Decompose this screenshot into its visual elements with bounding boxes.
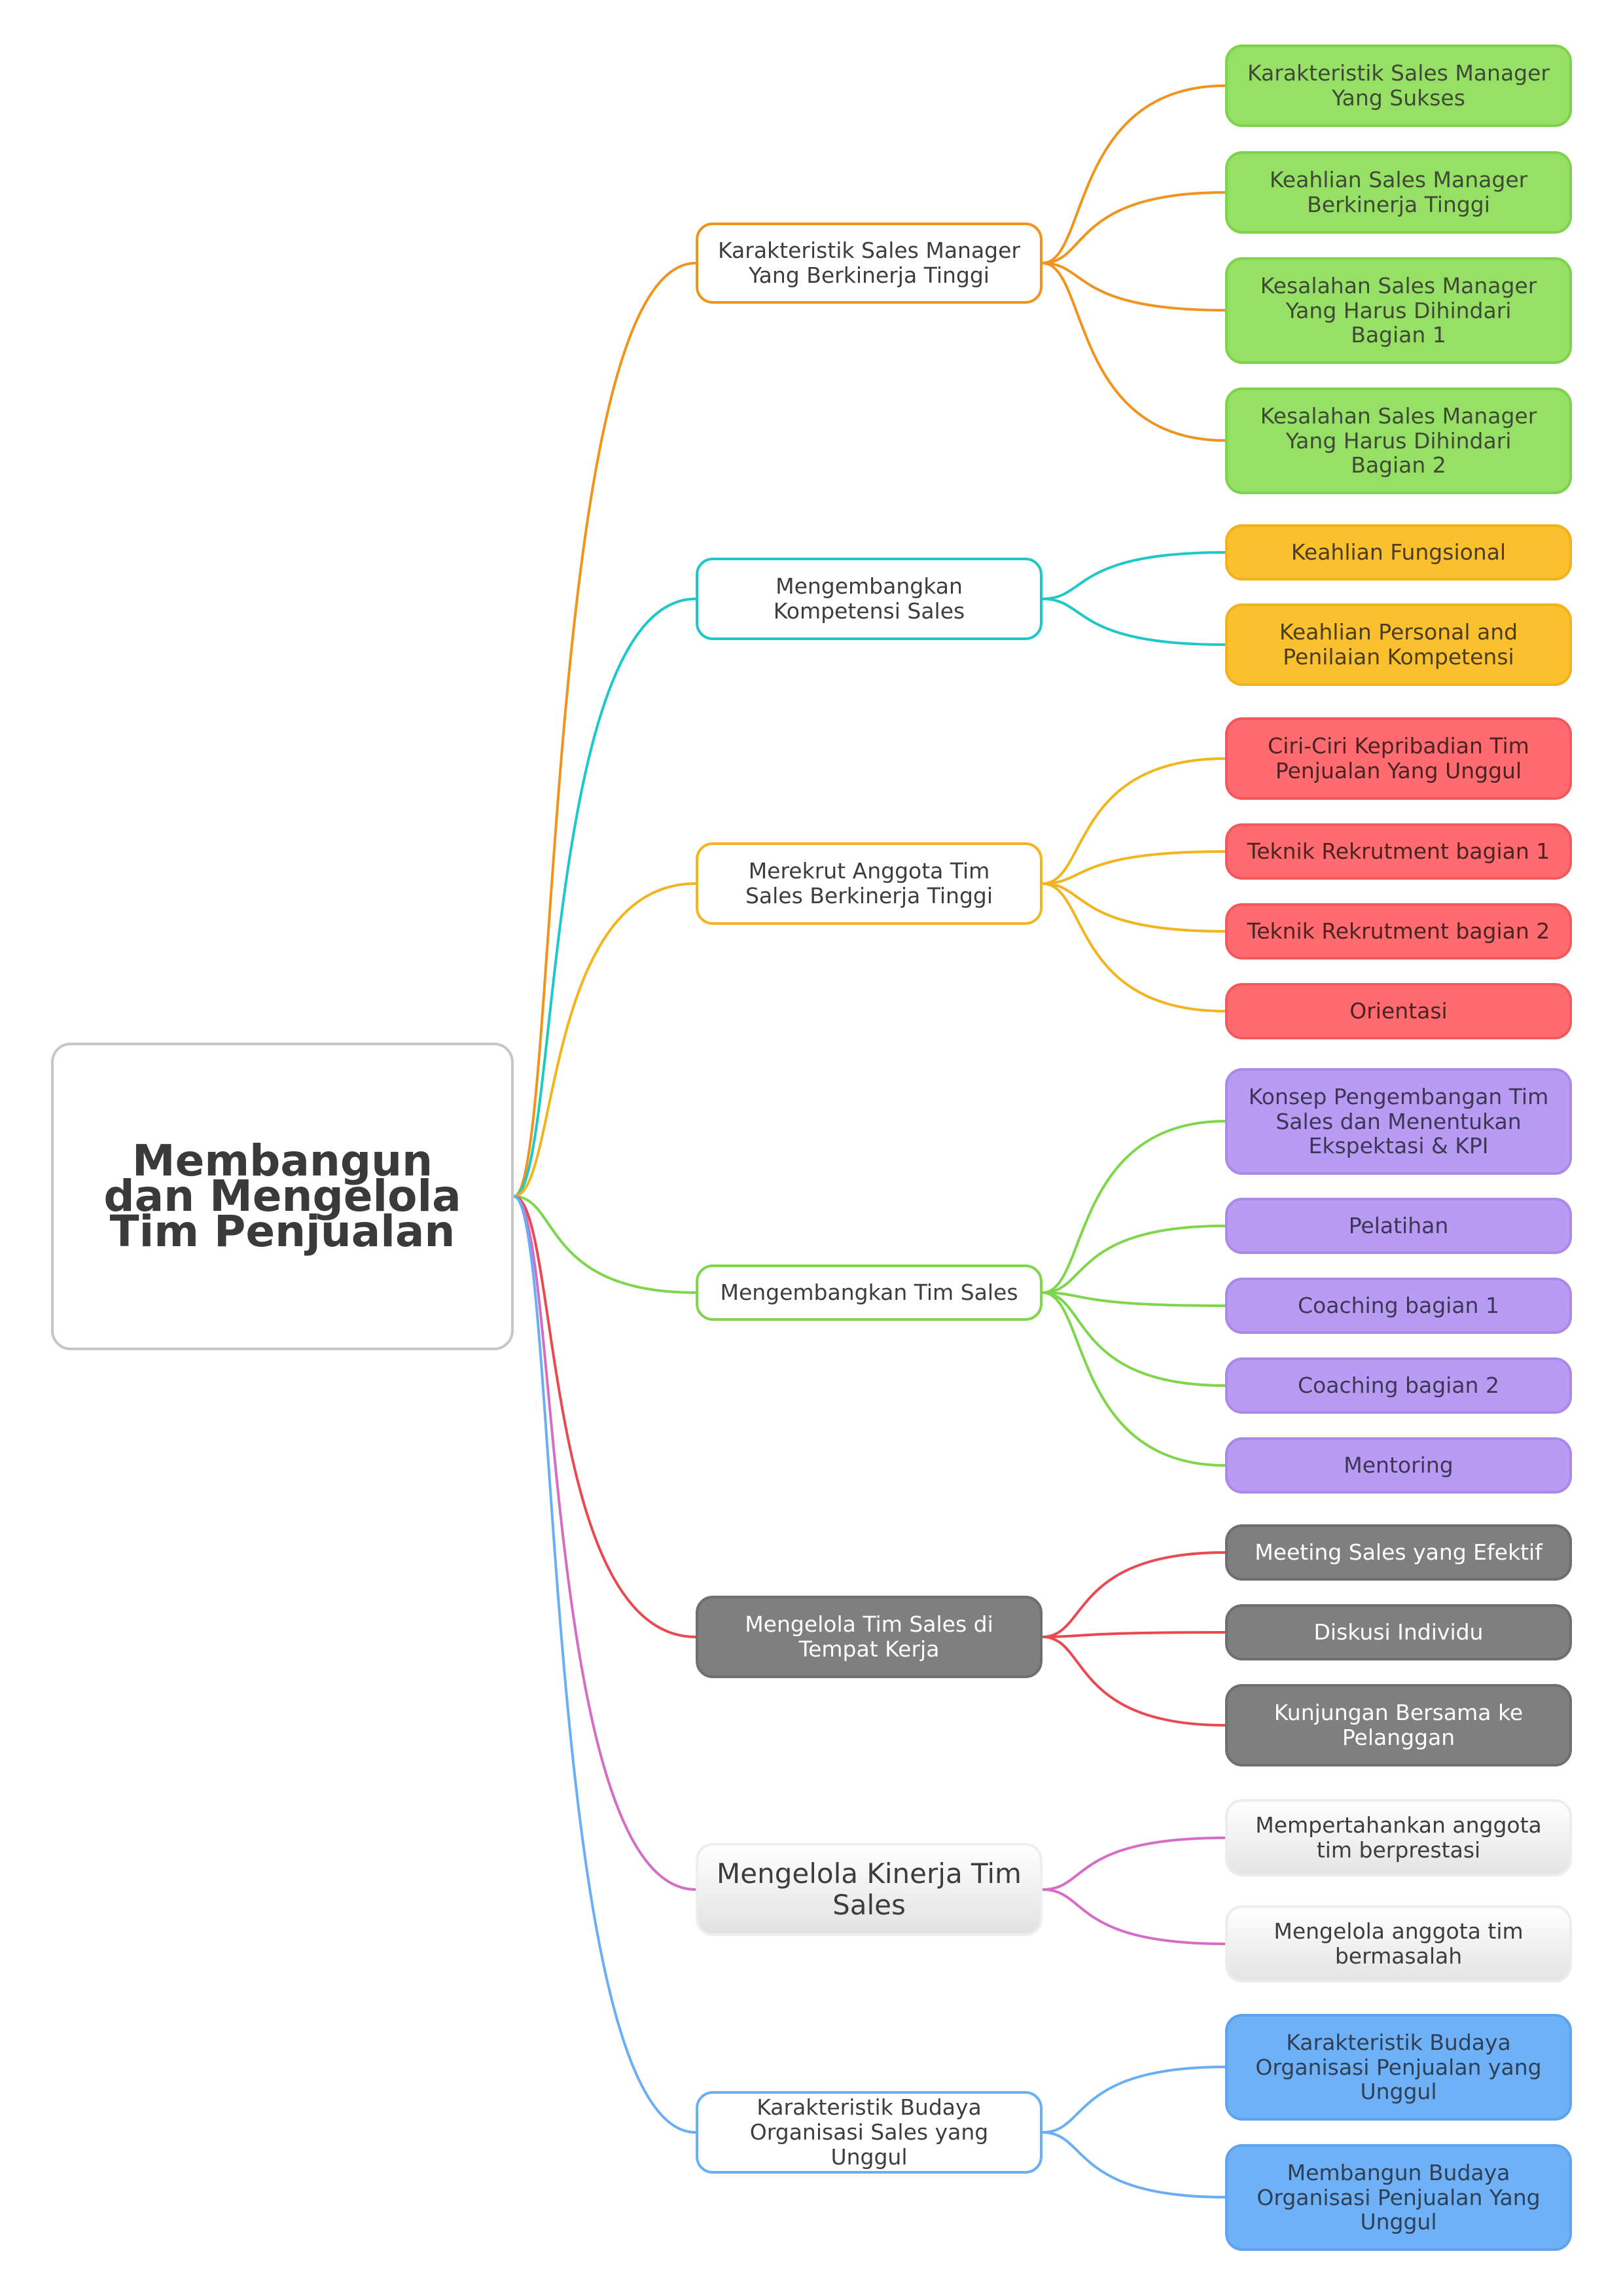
root-branch-connector	[513, 1195, 696, 2134]
leaf-label: Coaching bagian 1	[1298, 1293, 1499, 1319]
leaf-label: Mengelola anggota tim bermasalah	[1274, 1918, 1524, 1969]
branch-leaf-connector	[1042, 882, 1226, 1013]
root-branch-connector	[513, 1195, 696, 1891]
root-branch-connector	[513, 598, 696, 1198]
leaf-kesalahan-bagian-2[interactable]: Kesalahan Sales Manager Yang Harus Dihin…	[1225, 387, 1572, 494]
leaf-label: Konsep Pengembangan Tim Sales dan Menent…	[1248, 1083, 1549, 1159]
branch-leaf-connector	[1042, 191, 1226, 264]
branch-leaf-connector	[1042, 84, 1226, 264]
branch-leaf-connector	[1042, 2131, 1226, 2198]
branch-leaf-connector	[1042, 1631, 1226, 1638]
leaf-label: Kesalahan Sales Manager Yang Harus Dihin…	[1260, 403, 1537, 478]
leaf-karakteristik-budaya[interactable]: Karakteristik Budaya Organisasi Penjuala…	[1225, 2014, 1572, 2121]
leaf-label: Teknik Rekrutment bagian 1	[1247, 838, 1550, 865]
branch-leaf-connector	[1042, 850, 1226, 885]
leaf-konsep-pengembangan[interactable]: Konsep Pengembangan Tim Sales dan Menent…	[1225, 1068, 1572, 1175]
leaf-coaching-2[interactable]: Coaching bagian 2	[1225, 1357, 1572, 1414]
leaf-orientasi[interactable]: Orientasi	[1225, 983, 1572, 1039]
branch-leaf-connector	[1042, 262, 1226, 442]
leaf-label: Diskusi Individu	[1313, 1619, 1484, 1645]
leaf-label: Keahlian Sales Manager Berkinerja Tinggi	[1269, 167, 1528, 217]
leaf-label: Coaching bagian 2	[1298, 1372, 1499, 1399]
branch-leaf-connector	[1042, 1551, 1226, 1638]
root-branch-connector	[513, 1195, 696, 1294]
root-branch-connector	[513, 1195, 696, 1638]
branch-label: Karakteristik Budaya Organisasi Sales ya…	[749, 2094, 989, 2170]
leaf-meeting-sales[interactable]: Meeting Sales yang Efektif	[1225, 1524, 1572, 1581]
branch-leaf-connector	[1042, 262, 1226, 312]
leaf-keahlian-fungsional[interactable]: Keahlian Fungsional	[1225, 524, 1572, 581]
branch-merekrut[interactable]: Merekrut Anggota Tim Sales Berkinerja Ti…	[696, 842, 1043, 925]
branch-label: Karakteristik Sales Manager Yang Berkine…	[717, 238, 1021, 288]
branch-kompetensi-sales[interactable]: Mengembangkan Kompetensi Sales	[696, 558, 1043, 640]
root-topic[interactable]: Membangun dan Mengelola Tim Penjualan	[51, 1043, 514, 1350]
leaf-rekrutment-2[interactable]: Teknik Rekrutment bagian 2	[1225, 903, 1572, 960]
leaf-label: Kunjungan Bersama ke Pelanggan	[1274, 1700, 1524, 1750]
branch-leaf-connector	[1042, 1225, 1226, 1294]
leaf-label: Karakteristik Sales Manager Yang Sukses	[1247, 60, 1550, 111]
branch-leaf-connector	[1042, 1636, 1226, 1727]
leaf-label: Mentoring	[1344, 1452, 1454, 1479]
branch-label: Mengembangkan Kompetensi Sales	[773, 573, 965, 624]
branch-mengelola-kinerja[interactable]: Mengelola Kinerja Tim Sales	[696, 1843, 1043, 1936]
branch-leaf-connector	[1042, 882, 1226, 933]
branch-leaf-connector	[1042, 1291, 1226, 1467]
leaf-label: Teknik Rekrutment bagian 2	[1247, 918, 1550, 944]
leaf-ciri-kepribadian[interactable]: Ciri-Ciri Kepribadian Tim Penjualan Yang…	[1225, 717, 1572, 800]
branch-leaf-connector	[1042, 2066, 1226, 2134]
leaf-diskusi-individu[interactable]: Diskusi Individu	[1225, 1604, 1572, 1660]
branch-leaf-connector	[1042, 1837, 1226, 1891]
leaf-label: Mempertahankan anggota tim berprestasi	[1255, 1812, 1542, 1863]
leaf-label: Kesalahan Sales Manager Yang Harus Dihin…	[1260, 272, 1537, 348]
leaf-label: Keahlian Fungsional	[1291, 539, 1507, 565]
branch-label: Mengelola Kinerja Tim Sales	[717, 1857, 1022, 1921]
branch-label: Merekrut Anggota Tim Sales Berkinerja Ti…	[745, 858, 993, 908]
leaf-kunjungan-bersama[interactable]: Kunjungan Bersama ke Pelanggan	[1225, 1684, 1572, 1767]
branch-label: Mengelola Tim Sales di Tempat Kerja	[745, 1611, 993, 1662]
leaf-sales-manager-sukses[interactable]: Karakteristik Sales Manager Yang Sukses	[1225, 45, 1572, 127]
leaf-mempertahankan-anggota[interactable]: Mempertahankan anggota tim berprestasi	[1225, 1799, 1572, 1876]
leaf-pelatihan[interactable]: Pelatihan	[1225, 1198, 1572, 1254]
leaf-mentoring[interactable]: Mentoring	[1225, 1437, 1572, 1494]
branch-leaf-connector	[1042, 757, 1226, 885]
leaf-rekrutment-1[interactable]: Teknik Rekrutment bagian 1	[1225, 823, 1572, 880]
leaf-coaching-1[interactable]: Coaching bagian 1	[1225, 1278, 1572, 1334]
leaf-kesalahan-bagian-1[interactable]: Kesalahan Sales Manager Yang Harus Dihin…	[1225, 257, 1572, 364]
root-branch-connector	[513, 882, 696, 1198]
leaf-label: Orientasi	[1349, 998, 1448, 1024]
branch-leaf-connector	[1042, 1120, 1226, 1294]
leaf-membangun-budaya[interactable]: Membangun Budaya Organisasi Penjualan Ya…	[1225, 2144, 1572, 2251]
leaf-label: Keahlian Personal and Penilaian Kompeten…	[1279, 619, 1518, 670]
leaf-label: Pelatihan	[1348, 1213, 1449, 1239]
leaf-anggota-bermasalah[interactable]: Mengelola anggota tim bermasalah	[1225, 1905, 1572, 1982]
leaf-label: Membangun Budaya Organisasi Penjualan Ya…	[1257, 2159, 1541, 2235]
branch-leaf-connector	[1042, 1291, 1226, 1307]
branch-leaf-connector	[1042, 1888, 1226, 1945]
leaf-keahlian-personal[interactable]: Keahlian Personal and Penilaian Kompeten…	[1225, 603, 1572, 686]
root-topic-label: Membangun dan Mengelola Tim Penjualan	[103, 1135, 461, 1257]
branch-budaya-organisasi[interactable]: Karakteristik Budaya Organisasi Sales ya…	[696, 2091, 1043, 2174]
branch-leaf-connector	[1042, 598, 1226, 646]
leaf-label: Ciri-Ciri Kepribadian Tim Penjualan Yang…	[1268, 733, 1529, 783]
leaf-keahlian-sales-manager[interactable]: Keahlian Sales Manager Berkinerja Tinggi	[1225, 151, 1572, 234]
branch-mengelola-tempat-kerja[interactable]: Mengelola Tim Sales di Tempat Kerja	[696, 1596, 1043, 1678]
branch-mengembangkan-tim[interactable]: Mengembangkan Tim Sales	[696, 1265, 1043, 1321]
root-branch-connector	[513, 262, 696, 1198]
branch-label: Mengembangkan Tim Sales	[720, 1280, 1018, 1306]
branch-leaf-connector	[1042, 551, 1226, 600]
branch-leaf-connector	[1042, 1291, 1226, 1387]
leaf-label: Karakteristik Budaya Organisasi Penjuala…	[1255, 2029, 1542, 2105]
branch-sales-manager[interactable]: Karakteristik Sales Manager Yang Berkine…	[696, 223, 1043, 304]
leaf-label: Meeting Sales yang Efektif	[1255, 1539, 1543, 1566]
